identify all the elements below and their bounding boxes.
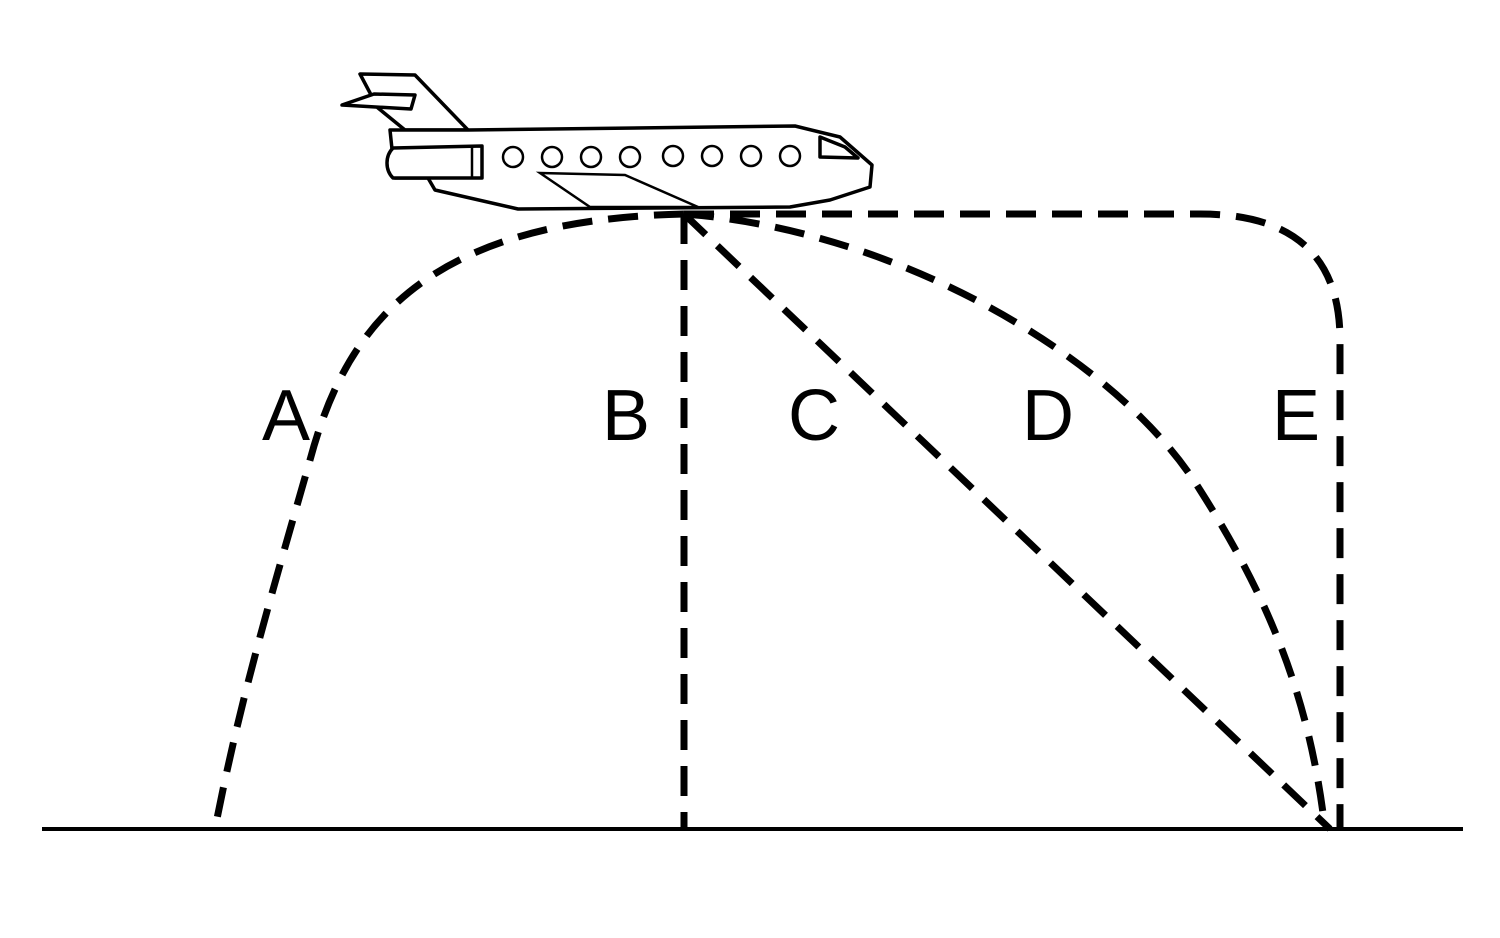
path-c xyxy=(681,211,1333,832)
path-d xyxy=(683,210,1329,830)
label-d: D xyxy=(1022,376,1074,456)
path-e xyxy=(684,210,1344,829)
label-b: B xyxy=(602,376,650,456)
label-c: C xyxy=(788,376,840,456)
path-a xyxy=(211,210,685,830)
airplane-icon xyxy=(340,72,874,211)
label-a: A xyxy=(262,376,310,456)
label-e: E xyxy=(1272,376,1320,456)
